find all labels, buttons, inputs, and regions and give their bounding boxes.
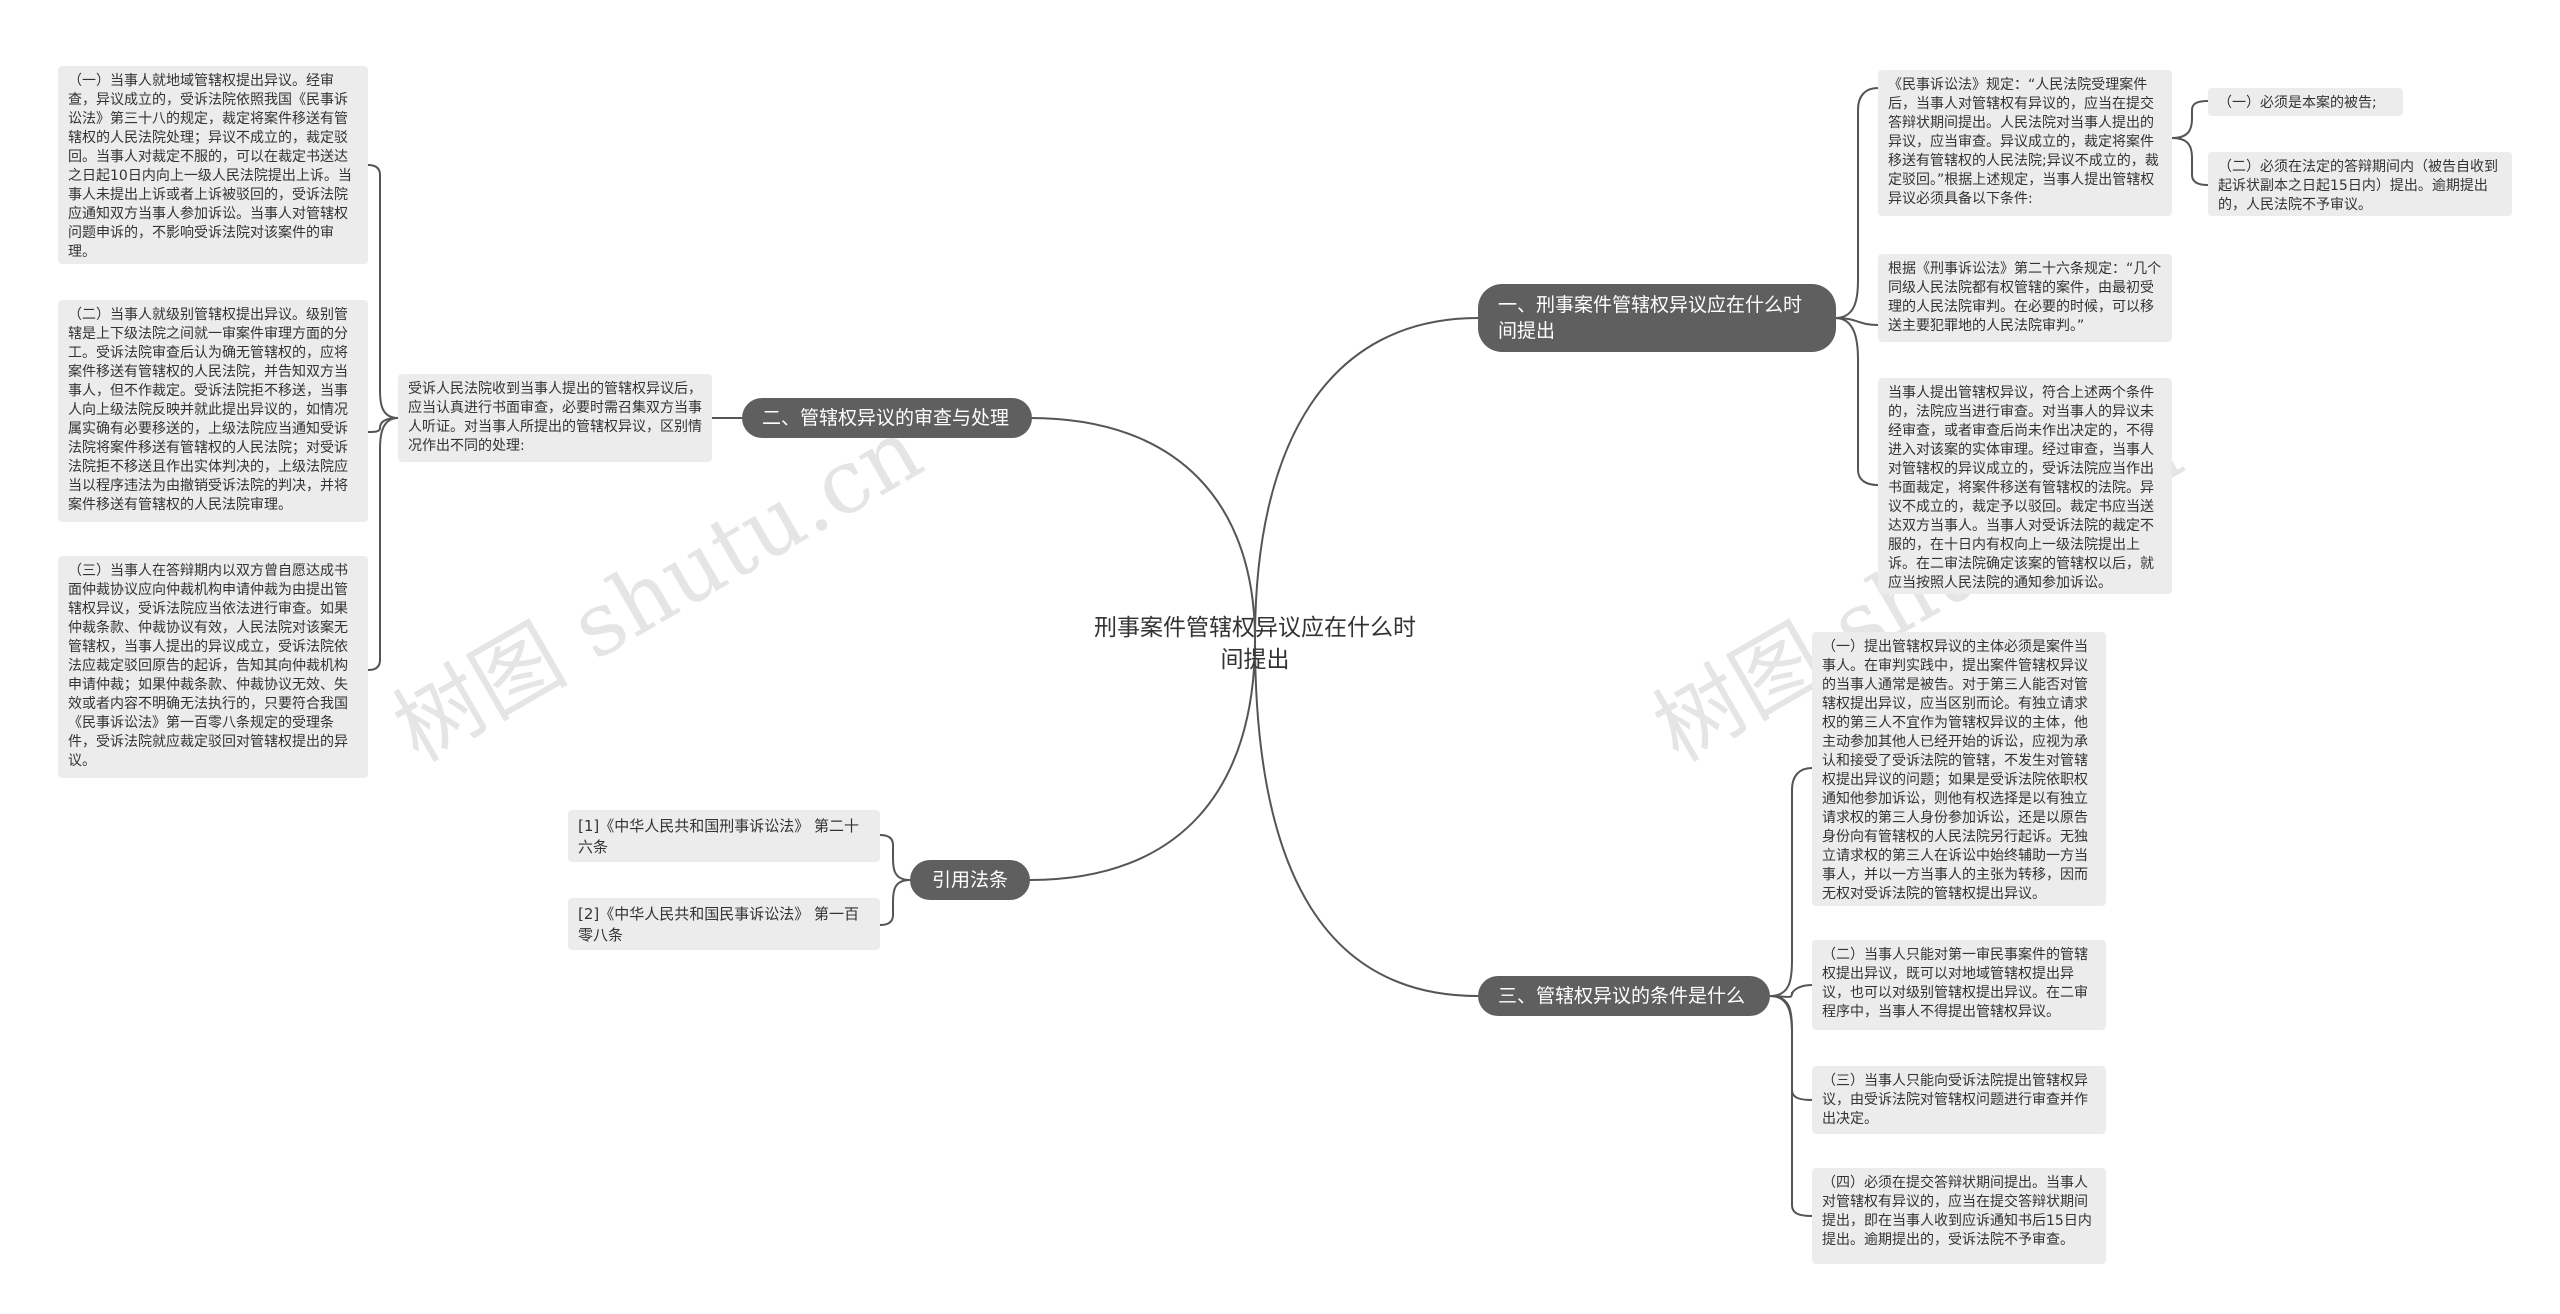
link-mid-l2 [367,417,399,433]
law-reference-2[interactable]: [2]《中华人民共和国民事诉讼法》 第一百零八条 [568,898,880,950]
b1-condition-a[interactable]: （一）必须是本案的被告; [2208,88,2403,116]
branch-1-node[interactable]: 一、刑事案件管辖权异议应在什么时间提出 [1478,284,1836,352]
link-center-b2 [1029,417,1256,641]
branch-4-node[interactable]: 引用法条 [910,860,1030,900]
link-center-b4 [1029,639,1256,881]
link-b3-r2 [1769,984,1813,998]
link-mid-l1 [367,164,399,419]
b1-condition-intro[interactable]: 《民事诉讼法》规定：“人民法院受理案件后，当事人对管辖权有异议的，应当在提交答辩… [1878,70,2172,216]
link-b1-c1 [1834,87,1879,319]
branch-3-label: 三、管辖权异议的条件是什么 [1498,985,1746,1007]
branch-3-node[interactable]: 三、管辖权异议的条件是什么 [1478,976,1770,1016]
b2-level-objection[interactable]: （二）当事人就级别管辖权提出异议。级别管辖是上下级法院之间就一审案件审理方面的分… [58,300,368,522]
link-b3-r4 [1769,995,1813,1217]
b1-criminal-procedure-rule[interactable]: 根据《刑事诉讼法》第二十六条规定：“几个同级人民法院都有权管辖的案件，由最初受理… [1878,254,2172,342]
law-reference-1[interactable]: [1]《中华人民共和国刑事诉讼法》 第二十六条 [568,810,880,862]
link-b1-c3 [1834,317,1879,486]
central-topic[interactable]: 刑事案件管辖权异议应在什么时间提出 [1094,615,1416,673]
link-mid-l3 [367,417,399,671]
link-c1-b [2171,137,2209,186]
b3-subject-condition[interactable]: （一）提出管辖权异议的主体必须是案件当事人。在审判实践中，提出案件管辖权异议的当… [1812,632,2106,906]
b2-review-intro[interactable]: 受诉人民法院收到当事人提出的管辖权异议后，应当认真进行书面审查，必要时需召集双方… [398,374,712,462]
link-c1-a [2171,100,2209,139]
link-center-b1 [1254,317,1479,641]
link-b3-r1 [1769,767,1813,997]
link-b4-law1 [879,834,911,881]
b3-time-condition[interactable]: （四）必须在提交答辩状期间提出。当事人对管辖权有异议的，应当在提交答辩状期间提出… [1812,1168,2106,1264]
b1-condition-b[interactable]: （二）必须在法定的答辩期间内（被告自收到起诉状副本之日起15日内）提出。逾期提出… [2208,152,2512,216]
b3-first-instance-condition[interactable]: （二）当事人只能对第一审民事案件的管辖权提出异议，既可以对地域管辖权提出异议，也… [1812,940,2106,1030]
b2-arbitration-objection[interactable]: （三）当事人在答辩期内以双方曾自愿达成书面仲裁协议应向仲裁机构申请仲裁为由提出管… [58,556,368,778]
branch-2-label: 二、管辖权异议的审查与处理 [762,407,1010,429]
link-center-b3 [1254,639,1479,997]
b1-review-process[interactable]: 当事人提出管辖权异议，符合上述两个条件的，法院应当进行审查。对当事人的异议未经审… [1878,378,2172,594]
branch-4-label: 引用法条 [931,869,1008,891]
link-b4-law2 [879,879,911,926]
branch-2-node[interactable]: 二、管辖权异议的审查与处理 [742,398,1032,438]
b2-territorial-objection[interactable]: （一）当事人就地域管辖权提出异议。经审查，异议成立的，受诉法院依照我国《民事诉讼… [58,66,368,264]
b3-court-condition[interactable]: （三）当事人只能向受诉法院提出管辖权异议，由受诉法院对管辖权问题进行审查并作出决… [1812,1066,2106,1134]
branch-1-label: 一、刑事案件管辖权异议应在什么时间提出 [1498,294,1803,342]
